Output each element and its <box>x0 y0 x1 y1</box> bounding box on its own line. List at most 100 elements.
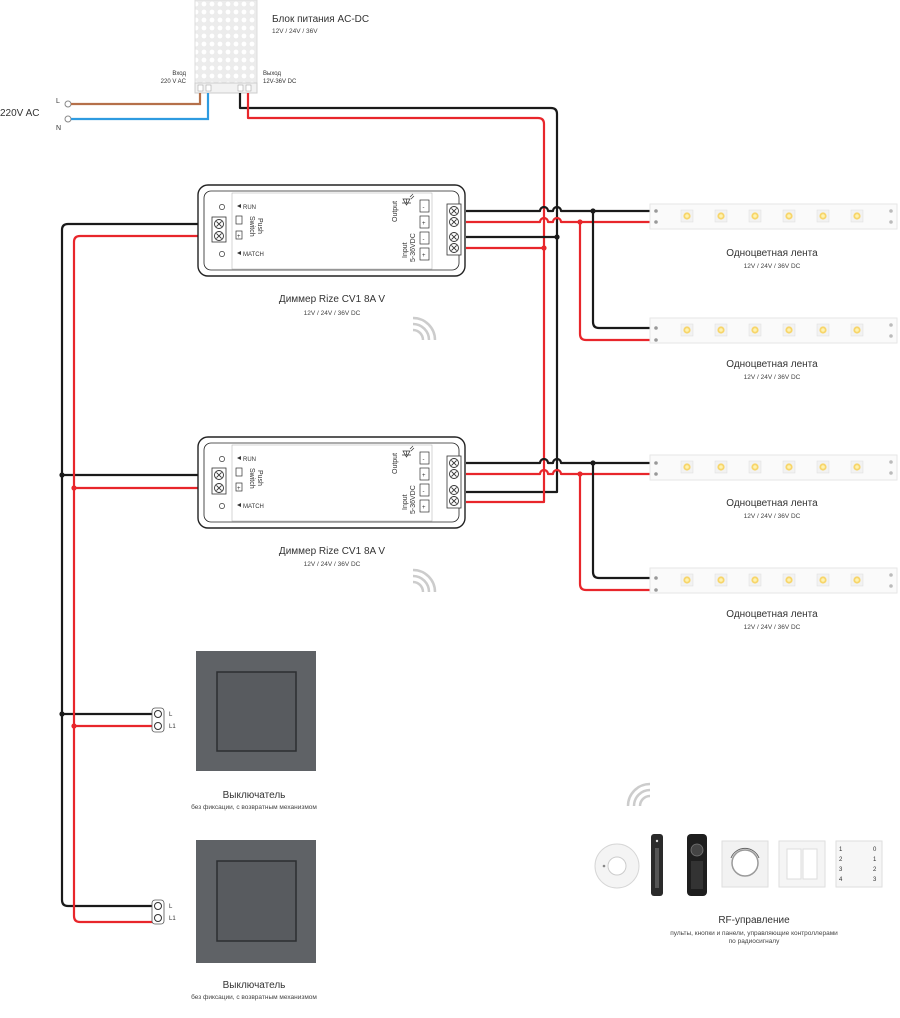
led-chip <box>748 573 762 587</box>
push-switch-symbol <box>235 467 243 477</box>
rf-signal-icon <box>411 316 437 342</box>
led-chip <box>680 573 694 587</box>
switch-l1-label: L1 <box>169 724 176 730</box>
junction <box>59 472 65 478</box>
switch-label: Switch <box>248 468 255 489</box>
panel-button-right <box>802 848 818 880</box>
dial-scale <box>730 847 760 859</box>
switch-plus: + <box>237 234 241 240</box>
led-strip-2: Одноцветная лента 12V / 24V / 36V DC <box>649 317 898 381</box>
led-chip <box>782 209 796 223</box>
zone-num: 2 <box>839 857 843 863</box>
led-chip <box>782 323 796 337</box>
led-chip <box>850 209 864 223</box>
led-arrow <box>237 503 241 507</box>
strip-pad <box>654 220 658 224</box>
run-led <box>219 456 225 462</box>
output-label: Output <box>392 201 399 222</box>
polarity-box <box>419 467 430 481</box>
terminal-screw <box>449 243 459 253</box>
polarity-minus: - <box>423 205 425 211</box>
led-chip <box>850 573 864 587</box>
ps-terminal-minus <box>237 84 244 92</box>
terminal-screw <box>449 206 459 216</box>
mains-n-label: N <box>56 125 61 132</box>
dimmer1-branch-positive <box>578 222 650 342</box>
strip-title: Одноцветная лента <box>726 248 818 259</box>
power-supply-terminal-block <box>194 82 258 94</box>
led-chip <box>714 460 728 474</box>
switch-common-wire <box>60 222 219 908</box>
round-remote-button <box>607 856 627 876</box>
match-label: MATCH <box>243 252 264 258</box>
input-label: Input <box>402 242 409 258</box>
ps-terminal-n <box>205 84 212 92</box>
dimmer-output-terminal-block <box>446 203 462 256</box>
strip-title: Одноцветная лента <box>726 498 818 509</box>
switch-terminal-l1 <box>154 914 162 922</box>
rf-title: RF-управление <box>718 915 790 926</box>
dimmer1-output-negative <box>466 205 650 213</box>
dimmer1-output-positive <box>466 216 650 224</box>
dimmer-voltage: 12V / 24V / 36V DC <box>304 561 361 568</box>
junction <box>71 485 77 491</box>
push-switch-symbol <box>235 482 243 492</box>
junction <box>577 471 583 477</box>
strip-voltage: 12V / 24V / 36V DC <box>744 263 801 270</box>
zone-num: 1 <box>873 857 877 863</box>
switch-title: Выключатель <box>223 790 286 801</box>
dc-bus-wiring <box>238 93 650 592</box>
dimmer-title: Диммер Rize CV1 8A V <box>279 546 385 557</box>
ps-terminal-plus <box>245 84 252 92</box>
run-label: RUN <box>243 457 256 463</box>
dimmer2-output-negative <box>466 457 650 465</box>
terminal-screw <box>449 217 459 227</box>
terminal-screw <box>449 458 459 468</box>
switch-subtitle: без фиксации, с возвратным механизмом <box>191 993 317 1001</box>
junction <box>71 723 77 729</box>
strip-pad <box>654 576 658 580</box>
wall-switch-2: L L1 Выключатель без фиксации, с возврат… <box>151 840 317 1001</box>
strip-pad <box>889 471 893 475</box>
power-supply-input-label: Вход <box>172 71 186 77</box>
dimmer-2: RUN MATCH + Push Switch Output Input 5-3… <box>197 436 466 594</box>
polarity-box <box>419 215 430 229</box>
polarity-minus: - <box>423 237 425 243</box>
zone-num: 4 <box>839 877 843 883</box>
junction <box>541 245 547 251</box>
strip-voltage: 12V / 24V / 36V DC <box>744 513 801 520</box>
terminal-screw <box>449 232 459 242</box>
diode-icon <box>402 445 415 458</box>
push-switch-symbol <box>235 230 243 240</box>
led-strip-3: Одноцветная лента 12V / 24V / 36V DC <box>649 454 898 520</box>
polarity-plus: + <box>422 473 426 479</box>
polarity-box <box>419 199 430 213</box>
led-arrow <box>237 204 241 208</box>
push-switch-symbol <box>235 215 243 225</box>
zone-num: 3 <box>873 877 877 883</box>
terminal-screw <box>449 496 459 506</box>
led-chip <box>782 460 796 474</box>
led-chip <box>850 460 864 474</box>
mains-l-label: L <box>56 98 60 105</box>
psu-negative-bus <box>238 93 559 494</box>
round-remote-led <box>602 864 606 868</box>
led-chip <box>816 323 830 337</box>
strip-title: Одноцветная лента <box>726 359 818 370</box>
mains-n-terminal <box>64 115 72 123</box>
led-chip <box>816 209 830 223</box>
led-chip <box>782 573 796 587</box>
strip-pad <box>889 209 893 213</box>
terminal-screw <box>214 470 224 480</box>
strip-pad <box>654 588 658 592</box>
rf-signal-icon <box>626 782 652 808</box>
rf-signal-icon <box>411 568 437 594</box>
ps-terminal-l <box>197 84 204 92</box>
dimmer-label-panel <box>231 192 433 270</box>
switch-label: Switch <box>248 216 255 237</box>
switch-l1-label: L1 <box>169 916 176 922</box>
match-led <box>219 251 225 257</box>
dimmer-title: Диммер Rize CV1 8A V <box>279 294 385 305</box>
polarity-plus: + <box>422 253 426 259</box>
switch-key <box>216 860 297 942</box>
